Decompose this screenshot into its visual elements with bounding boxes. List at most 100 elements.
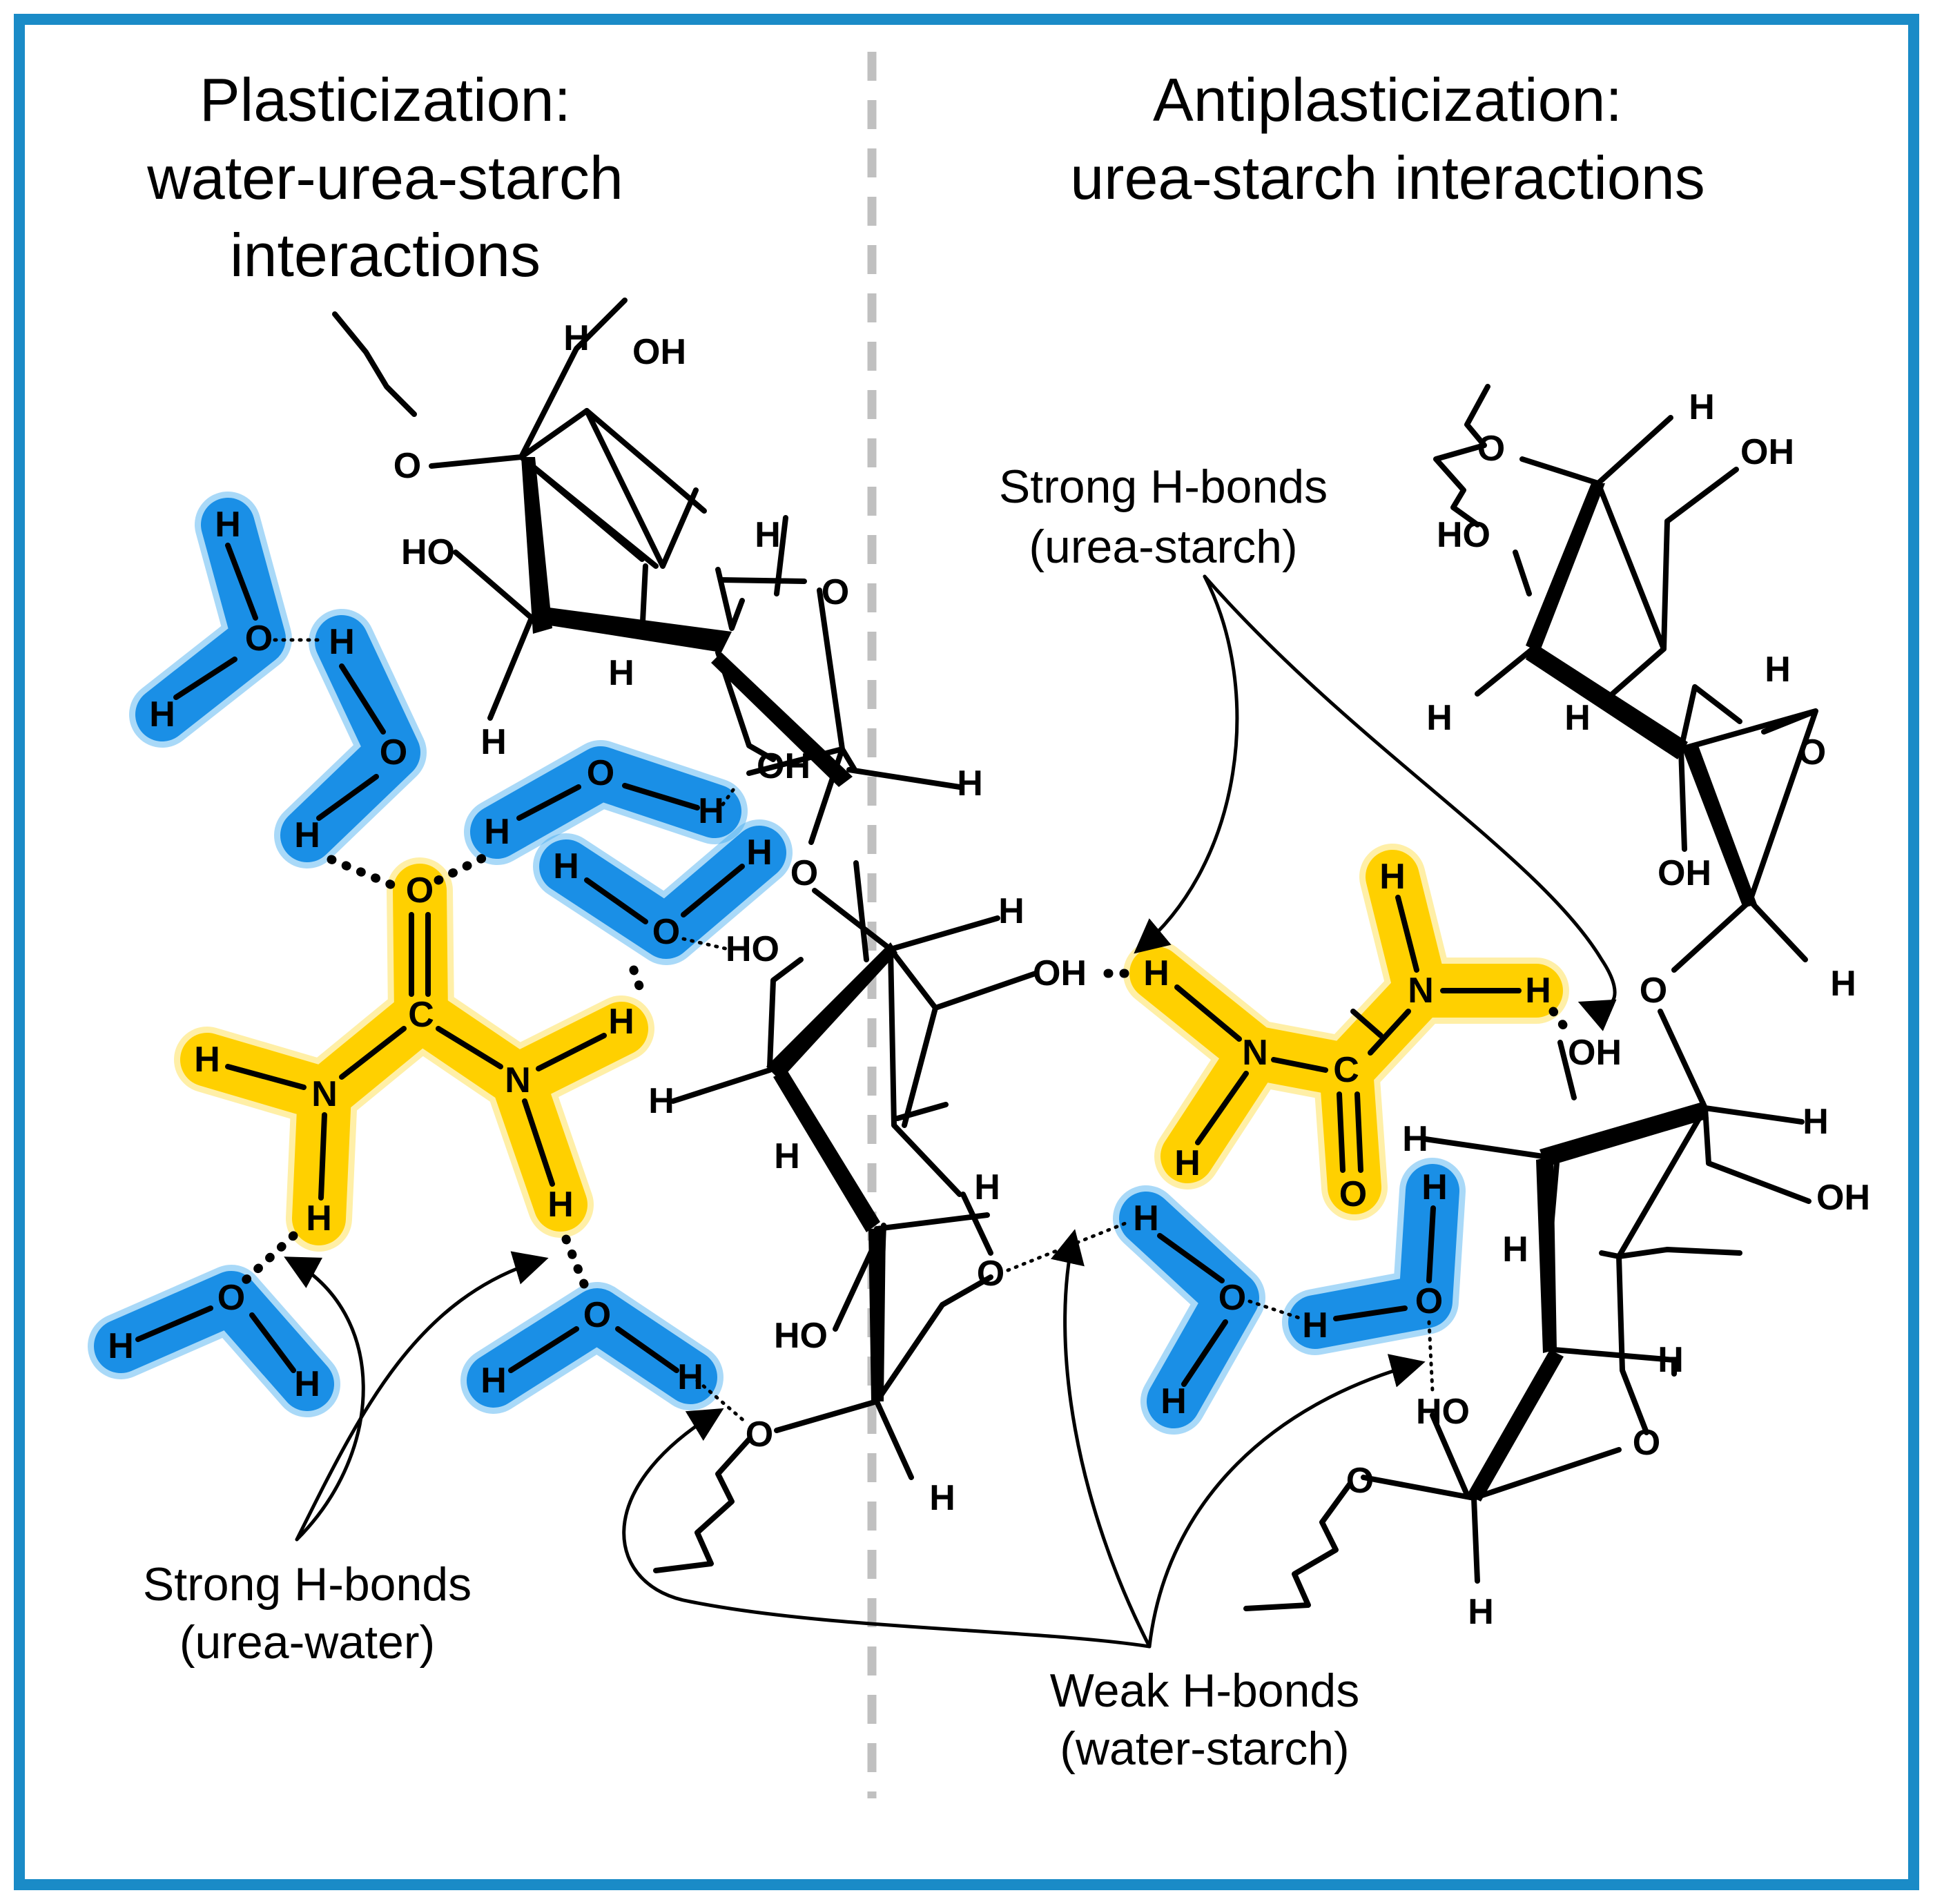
atom-h: H: [149, 694, 175, 735]
atom-o: O: [380, 732, 407, 773]
atom-oh: OH: [1568, 1033, 1622, 1073]
atom-o: O: [977, 1254, 1004, 1294]
atom-h: H: [1302, 1305, 1328, 1346]
atom-h: H: [1525, 971, 1551, 1011]
atom-ho: HO: [1437, 515, 1490, 555]
atom-h: H: [1160, 1381, 1187, 1421]
atom-ho: HO: [726, 929, 779, 969]
atom-h: H: [957, 764, 983, 804]
atom-h: H: [553, 846, 579, 886]
atom-h: H: [677, 1357, 703, 1397]
atom-o: O: [1346, 1461, 1374, 1501]
atom-h: H: [1426, 698, 1453, 738]
atom-o: O: [245, 619, 273, 659]
atom-h: H: [774, 1136, 800, 1176]
strong-urea-starch-label-2: (urea-starch): [1029, 521, 1297, 573]
strong-urea-water-label-1: Strong H-bonds: [143, 1558, 472, 1611]
atom-o: O: [746, 1415, 773, 1455]
atom-oh: OH: [1816, 1178, 1870, 1218]
weak-water-starch-label-1: Weak H-bonds: [1050, 1664, 1360, 1717]
atom-h: H: [1564, 698, 1591, 738]
atom-h: H: [215, 505, 241, 545]
atom-h: H: [194, 1040, 220, 1080]
atom-o: O: [217, 1278, 245, 1318]
strong-hydrogen-bonds: [240, 851, 1575, 1296]
atom-o: O: [587, 753, 614, 793]
atom-o: O: [1640, 971, 1667, 1011]
atom-o: O: [652, 912, 680, 952]
strong-urea-starch-label-1: Strong H-bonds: [999, 460, 1328, 513]
atom-ho: HO: [1416, 1392, 1470, 1432]
atom-o: O: [1798, 732, 1826, 773]
atom-h: H: [563, 318, 590, 358]
weak-water-starch-label-2: (water-starch): [1060, 1722, 1349, 1775]
atom-o: O: [790, 853, 818, 893]
atom-n: N: [1242, 1033, 1268, 1073]
atom-h: H: [755, 515, 781, 555]
atom-h: H: [974, 1167, 1000, 1207]
atom-h: H: [484, 812, 510, 852]
atom-oh: OH: [1033, 953, 1087, 993]
atom-h: H: [329, 622, 355, 662]
atom-n: N: [505, 1060, 531, 1100]
atom-n: N: [1408, 971, 1434, 1011]
atom-h: H: [547, 1185, 574, 1225]
atom-oh: OH: [757, 746, 810, 786]
atom-o: O: [1415, 1281, 1443, 1321]
atom-h: H: [608, 653, 634, 693]
atom-h: H: [1502, 1230, 1528, 1270]
atom-h: H: [1658, 1340, 1684, 1380]
atom-h: H: [1143, 953, 1169, 993]
atom-o: O: [1218, 1278, 1246, 1318]
atom-labels: H O H H O H H O H H O H H O H H O H H N …: [108, 318, 1870, 1632]
atom-h: H: [698, 791, 724, 831]
atom-oh: OH: [1740, 432, 1794, 472]
atom-h: H: [1689, 387, 1715, 427]
atom-h: H: [1830, 964, 1856, 1004]
atom-o: O: [822, 572, 849, 612]
atom-h: H: [480, 722, 507, 762]
atom-h: H: [746, 833, 773, 873]
bonds: [135, 298, 1818, 1611]
annotation-arrows: [284, 574, 1617, 1649]
atom-o: O: [1339, 1174, 1367, 1214]
atom-h: H: [1421, 1167, 1448, 1207]
left-title-line-2: water-urea-starch: [146, 144, 623, 212]
atom-h: H: [294, 815, 320, 855]
frame-border: [14, 14, 1919, 1890]
atom-ho: HO: [774, 1316, 828, 1356]
atom-h: H: [1174, 1143, 1201, 1183]
atom-o: O: [406, 871, 434, 911]
atom-oh: OH: [632, 332, 686, 372]
atom-h: H: [108, 1326, 134, 1366]
right-title-line-2: urea-starch interactions: [1070, 144, 1705, 212]
atom-h: H: [294, 1364, 320, 1404]
atom-c: C: [408, 995, 434, 1035]
atom-o: O: [1633, 1423, 1660, 1463]
atom-h: H: [1468, 1592, 1494, 1632]
atom-h: H: [1133, 1198, 1159, 1238]
left-title-line-1: Plasticization:: [200, 66, 571, 134]
right-title-line-1: Antiplasticization:: [1153, 66, 1622, 134]
atom-h: H: [306, 1198, 332, 1238]
atom-h: H: [929, 1478, 955, 1518]
atom-h: H: [480, 1361, 507, 1401]
atom-o: O: [583, 1295, 611, 1335]
strong-urea-water-label-2: (urea-water): [179, 1616, 435, 1669]
atom-ho: HO: [401, 532, 455, 572]
atom-h: H: [1803, 1102, 1829, 1142]
atom-c: C: [1333, 1050, 1359, 1090]
atom-h: H: [998, 891, 1024, 931]
atom-h: H: [1379, 857, 1406, 897]
atom-h: H: [608, 1002, 634, 1042]
atom-o: O: [1477, 429, 1505, 469]
atom-n: N: [311, 1074, 338, 1114]
atom-o: O: [394, 446, 421, 486]
atom-oh: OH: [1658, 853, 1711, 893]
atom-h: H: [1765, 650, 1791, 690]
atom-h: H: [1402, 1119, 1428, 1159]
left-title-line-3: interactions: [230, 221, 541, 289]
atom-h: H: [648, 1081, 674, 1121]
